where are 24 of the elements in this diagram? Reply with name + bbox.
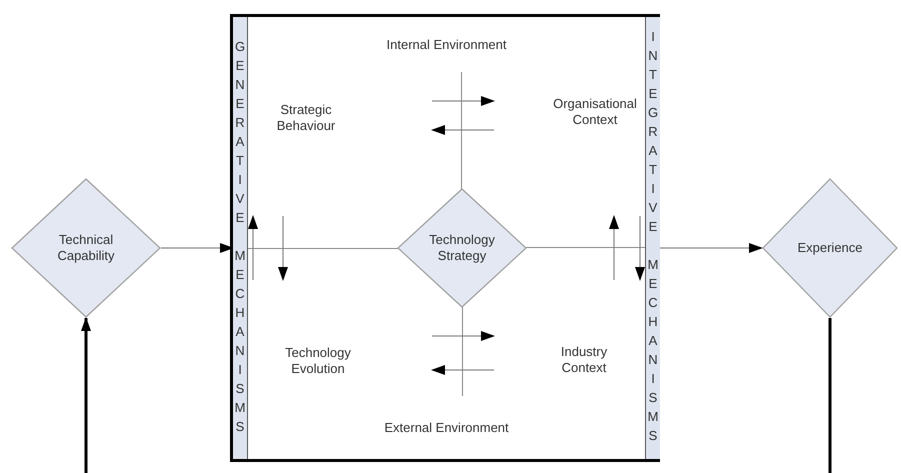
diamond-label: Technical Capability: [56, 232, 116, 264]
environment-label: Internal Environment: [386, 37, 506, 52]
arrow: [81, 317, 91, 473]
framework-box: [230, 14, 660, 462]
arrow: [431, 365, 494, 375]
arrow: [432, 96, 495, 106]
arrow: [660, 243, 763, 253]
region-label: Strategic Behaviour: [276, 102, 336, 134]
mechanisms-band: GENERATIVE MECHANISMS: [233, 17, 248, 459]
region-label: Industry Context: [560, 344, 608, 376]
arrow: [278, 216, 288, 281]
region-label: Technology Evolution: [284, 345, 352, 378]
connector-line: [828, 318, 832, 473]
arrow: [160, 243, 234, 253]
arrow: [635, 216, 645, 281]
arrow: [609, 215, 619, 280]
arrow: [248, 215, 258, 280]
arrow: [432, 331, 495, 341]
diamond-label: Experience: [796, 240, 864, 256]
environment-label: External Environment: [384, 420, 509, 435]
arrow: [431, 125, 494, 135]
mechanisms-band: INTEGRATIVE MECHANISMS: [645, 17, 660, 459]
diamond-label: Technology Strategy: [428, 232, 496, 264]
region-label: Organisational Context: [552, 96, 638, 128]
